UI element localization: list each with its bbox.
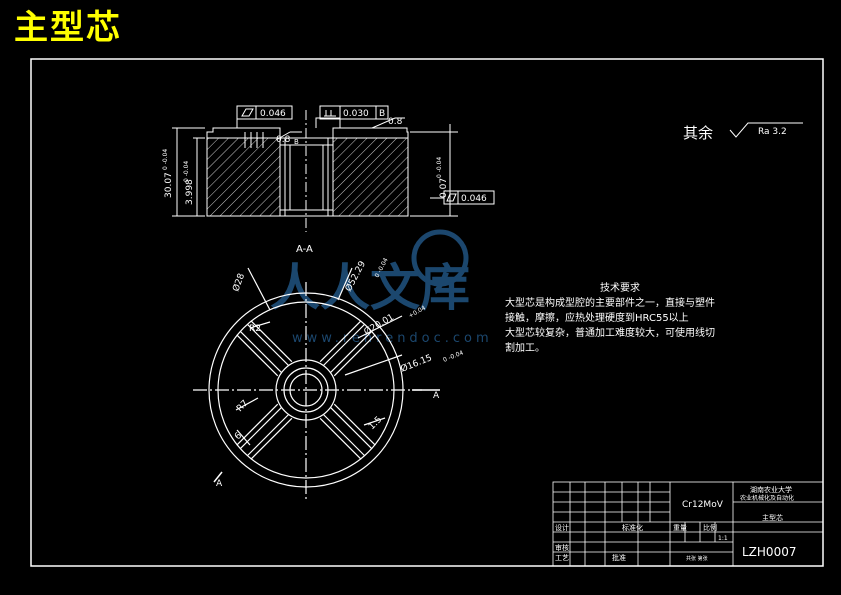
notes-heading: 技术要求: [600, 281, 640, 294]
title-block-school-2: 农业机械化及自动化: [740, 494, 794, 502]
title-block-school-1: 湖南农业大学: [750, 485, 792, 494]
section-view-label: A-A: [296, 244, 313, 255]
dim-dia-top-left: Ø28: [230, 272, 247, 293]
technical-notes: 技术要求 大型芯是构成型腔的主要部件之一，直接与塑件 接触，摩擦，应热处理硬度到…: [505, 281, 715, 354]
notes-line-3: 大型芯较复杂，普通加工难度较大，可使用线切: [505, 326, 715, 339]
gdt-flatness-side: [443, 190, 495, 205]
dim-width-a: 6: [233, 431, 244, 442]
dim-chamfer-b-datum: B: [294, 138, 299, 146]
surface-note-prefix: 其余: [683, 124, 713, 142]
title-block-sheet: 共张 第张: [686, 555, 708, 562]
section-view: [172, 110, 458, 232]
watermark: 人人文库 www.renrendoc.com: [270, 229, 493, 346]
gdt-flatness-top: [236, 105, 293, 120]
notes-line-2: 接触，摩擦，应热处理硬度到HRC55以上: [505, 311, 689, 324]
notes-line-1: 大型芯是构成型腔的主要部件之一，直接与塑件: [505, 296, 715, 309]
dim-width-b: 1.5: [367, 415, 384, 432]
roughness-symbol: [729, 122, 803, 138]
dim-chamfer-a: 0.8: [388, 117, 403, 127]
dim-height-right: 0.07: [439, 178, 449, 198]
plan-view: [193, 267, 440, 500]
dim-dia-bore: Ø16.15: [399, 352, 434, 375]
title-block-scale: 比例: [703, 523, 717, 532]
gdt-flatness-top-value: 0.046: [260, 109, 286, 119]
dim-height-inner-tol: 0 -0.04: [183, 161, 190, 182]
title-block: [552, 481, 824, 567]
title-block-material: Cr12MoV: [682, 500, 724, 510]
watermark-url: www.renrendoc.com: [292, 331, 493, 346]
dim-height-total: 30.07: [164, 172, 174, 198]
dim-dia-bore-tol: 0 -0.04: [442, 349, 464, 364]
title-block-approve: 批准: [612, 553, 626, 562]
watermark-text: 人人文库: [270, 259, 470, 317]
gdt-parallelism-value: 0.030: [343, 109, 369, 119]
title-block-standard: 标准化: [622, 523, 643, 532]
title-block-scale-value: 1:1: [718, 535, 728, 542]
notes-line-4: 割加工。: [505, 341, 545, 354]
gdt-parallelism-datum: B: [379, 109, 385, 119]
title-block-drawing-number: LZH0007: [742, 545, 796, 559]
dim-height-total-tol: 0 -0.04: [162, 149, 169, 170]
title-block-review: 审核: [555, 543, 569, 552]
section-hatch-left: [206, 137, 281, 217]
surface-roughness-value: Ra 3.2: [758, 127, 787, 137]
title-block-weight: 重量: [673, 524, 687, 532]
dim-radius-a: R2: [249, 324, 261, 334]
cut-marker-left: A: [216, 479, 223, 489]
section-hatch-right: [332, 137, 409, 217]
drawing-frame: [30, 58, 824, 567]
cut-marker-right: A: [433, 391, 440, 401]
title-block-design: 设计: [555, 523, 569, 532]
dim-chamfer-b: 0.8: [276, 135, 291, 145]
gdt-flatness-side-value: 0.046: [461, 194, 487, 204]
title-block-part-name: 主型芯: [762, 513, 783, 522]
title-block-process: 工艺: [555, 554, 569, 562]
dim-height-right-tol: 0 -0.04: [436, 157, 443, 178]
dim-height-inner: 3.998: [185, 179, 195, 205]
page-title: 主型芯: [14, 8, 122, 48]
dim-radius-b: R7: [235, 399, 251, 415]
title-block-text: Cr12MoV 湖南农业大学 农业机械化及自动化 主型芯 LZH0007 设计 …: [555, 485, 796, 562]
gdt-parallelism: [319, 105, 389, 120]
